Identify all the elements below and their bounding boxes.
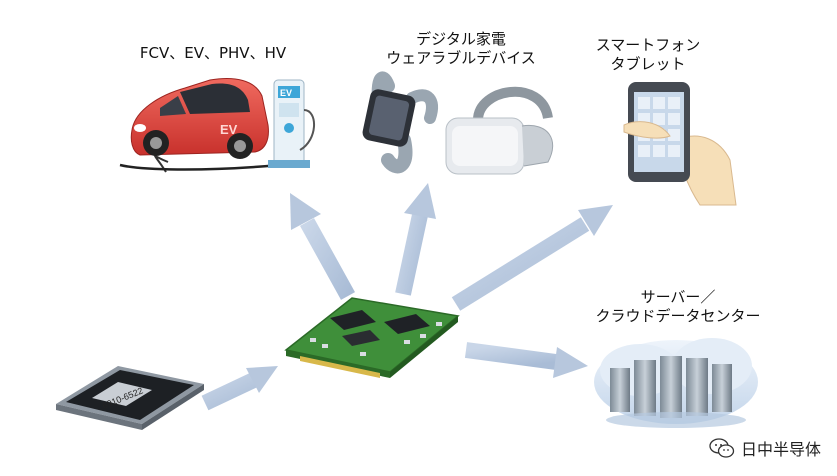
smartwatch-illustration: [362, 71, 438, 174]
arrow-board-to-ev: [290, 193, 355, 300]
charger-illustration: EV: [268, 79, 316, 168]
label-server-line1: サーバー／: [640, 288, 716, 306]
ev-car-illustration: EV: [119, 78, 281, 173]
label-ev-text: FCV、EV、PHV、HV: [139, 44, 287, 62]
label-phone-line1: スマートフォン: [595, 36, 701, 54]
label-digital-line2: ウェアラブルデバイス: [386, 49, 536, 67]
car-badge: EV: [220, 122, 238, 137]
arrow-board-to-phone: [451, 205, 613, 311]
vr-headset-illustration: [445, 87, 554, 175]
arrow-chip-to-board: [201, 366, 278, 411]
label-ev: FCV、EV、PHV、HV: [128, 44, 298, 63]
label-phone-line2: タブレット: [610, 55, 686, 73]
label-server: サーバー／ クラウドデータセンター: [572, 288, 784, 326]
arrow-board-to-wearables: [395, 183, 436, 296]
smartphone-illustration: [623, 82, 737, 206]
label-digital-line1: デジタル家電: [416, 30, 506, 48]
watermark: 日中半导体: [709, 436, 821, 460]
ic-chip-illustration: 6910-6522: [56, 366, 204, 430]
circuit-board-illustration: [284, 297, 460, 378]
arrow-board-to-server: [464, 342, 588, 378]
server-cloud-illustration: [594, 338, 758, 428]
wechat-icon: [709, 438, 735, 458]
label-server-line2: クラウドデータセンター: [595, 307, 761, 325]
watermark-text: 日中半导体: [740, 440, 821, 459]
label-phone: スマートフォン タブレット: [588, 36, 708, 74]
charger-badge: EV: [280, 88, 292, 98]
label-digital: デジタル家電 ウェアラブルデバイス: [356, 30, 566, 68]
